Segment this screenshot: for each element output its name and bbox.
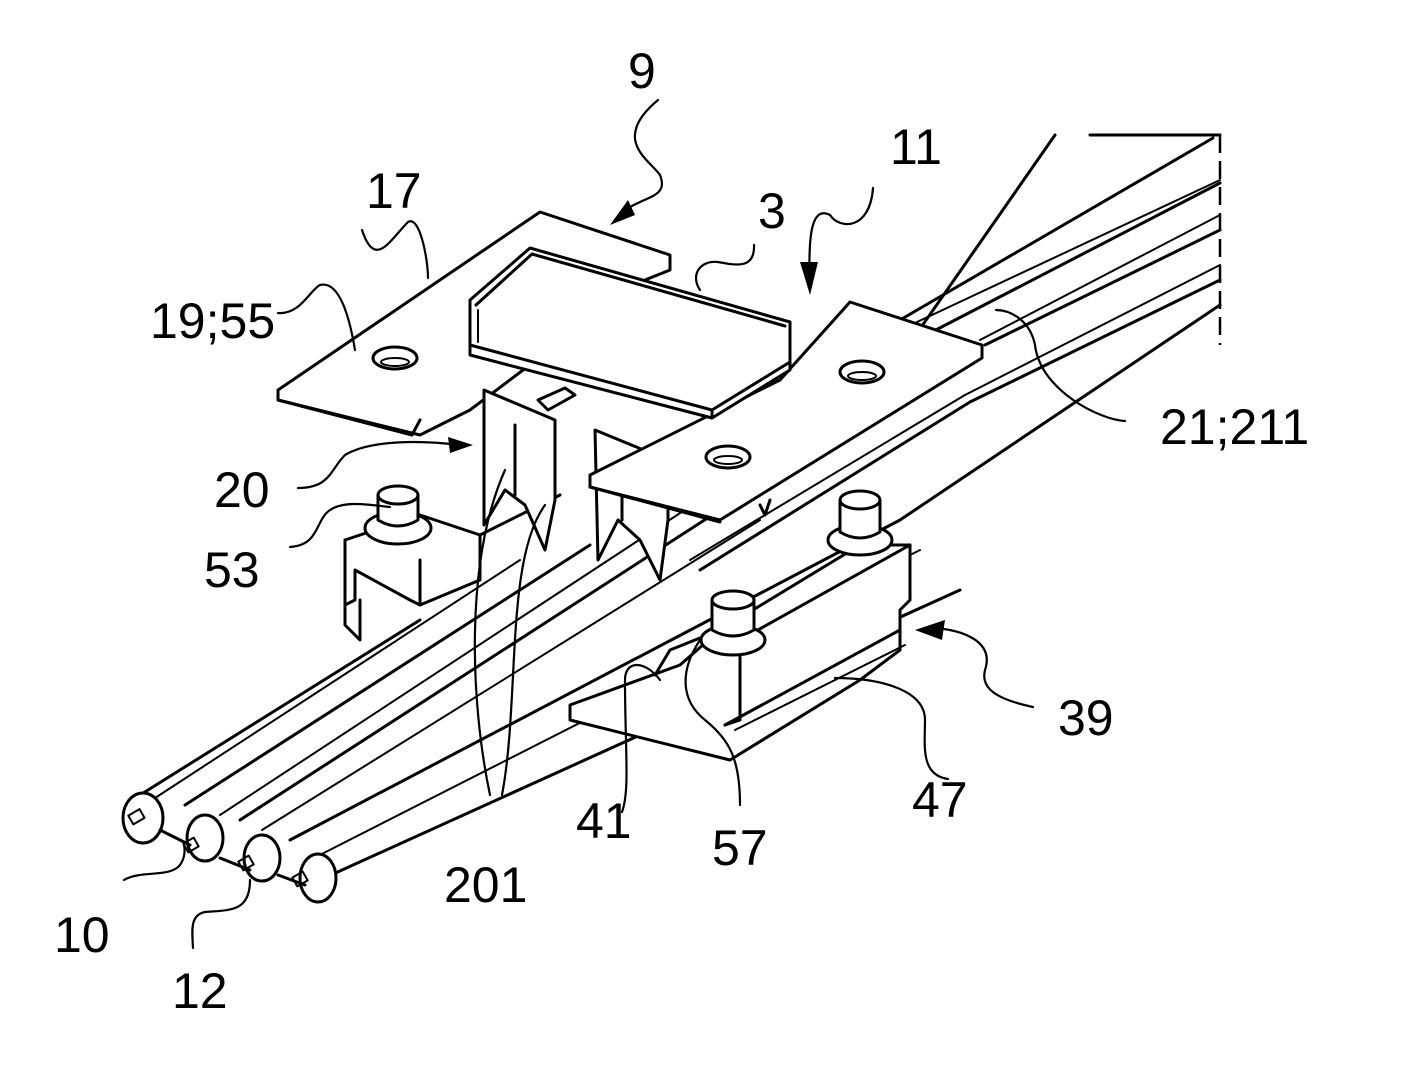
leader-41 <box>620 664 662 814</box>
label-53: 53 <box>204 542 260 598</box>
stud-53 <box>376 484 420 506</box>
leader-lines <box>122 98 1127 950</box>
leader-19-55 <box>276 283 357 352</box>
leader-53 <box>288 502 392 549</box>
leader-12 <box>191 878 252 950</box>
leader-20 <box>296 440 462 490</box>
leader-17 <box>360 220 430 280</box>
leader-39 <box>933 626 1035 709</box>
conductor-end-2 <box>185 813 225 863</box>
leader-3 <box>694 243 756 292</box>
label-11: 11 <box>890 119 942 175</box>
label-9: 9 <box>628 43 656 99</box>
housing-3 <box>468 246 792 420</box>
arrow-39-icon <box>915 620 945 640</box>
conductor-end-4 <box>298 852 338 904</box>
arrow-11-icon <box>800 262 818 295</box>
leader-201a <box>473 468 507 797</box>
label-201: 201 <box>444 857 527 913</box>
label-17: 17 <box>366 163 422 219</box>
leader-21-211 <box>994 308 1127 423</box>
label-3: 3 <box>758 183 786 239</box>
label-12: 12 <box>172 963 228 1019</box>
label-41: 41 <box>576 793 632 849</box>
arrow-20-icon <box>448 437 473 453</box>
stud-57 <box>710 589 756 611</box>
leader-201b <box>500 503 547 797</box>
leader-11 <box>808 186 875 292</box>
leader-10 <box>122 843 186 882</box>
reference-labels: 9 11 17 3 19;55 21;211 20 53 39 47 41 57… <box>54 43 1309 1019</box>
label-20: 20 <box>214 462 270 518</box>
clamp-block-left <box>343 484 562 642</box>
arrow-9-icon <box>610 200 635 225</box>
label-10: 10 <box>54 907 110 963</box>
label-21-211: 21;211 <box>1160 399 1309 455</box>
stud-rear <box>838 489 882 511</box>
label-19-55: 19;55 <box>150 293 275 349</box>
connector-assembly <box>276 210 984 582</box>
leader-9 <box>618 98 663 217</box>
leader-47 <box>833 676 950 781</box>
label-47: 47 <box>912 772 968 828</box>
clamp-block-right <box>568 489 912 762</box>
label-57: 57 <box>712 820 768 876</box>
label-39: 39 <box>1058 690 1114 746</box>
leader-57 <box>684 638 742 807</box>
